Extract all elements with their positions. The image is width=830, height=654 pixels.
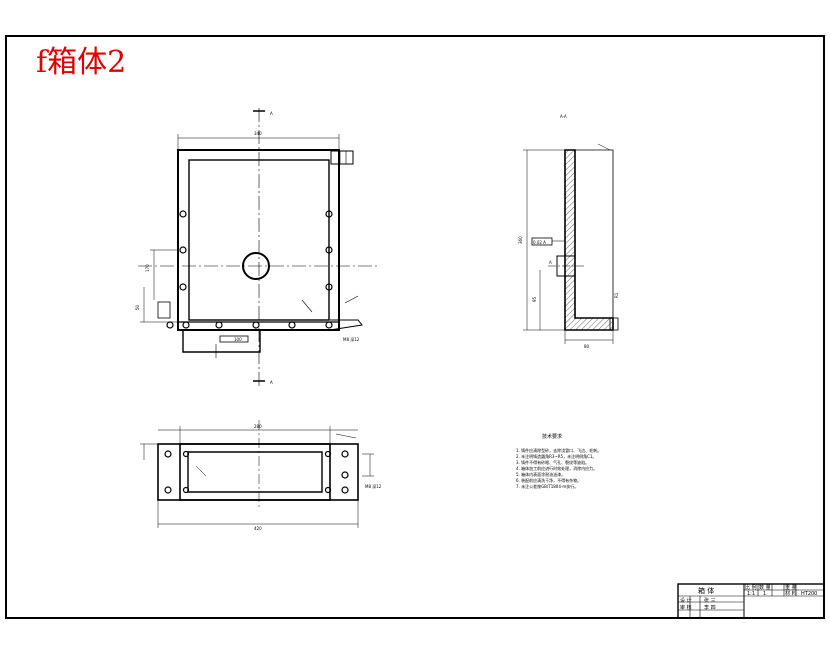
section-hatched-wall xyxy=(564,149,614,331)
front-dim-left-upper: 170 xyxy=(145,264,150,272)
front-section-mark-bottom: A xyxy=(270,380,273,385)
section-dim-height: 360 xyxy=(518,236,523,244)
front-outer-frame xyxy=(177,149,340,331)
title-block-checker-label: 审 核 xyxy=(680,604,692,611)
title-block-weight-label: 重 量 xyxy=(785,584,797,591)
note-item: 2. 未注明铸造圆角R3~R5，未注明倒角C1。 xyxy=(516,453,596,459)
title-block xyxy=(677,583,825,619)
section-label-small: A xyxy=(549,260,552,265)
drawing-border xyxy=(5,35,825,619)
section-view xyxy=(523,143,619,344)
title-block-qty-label: 数 量 xyxy=(759,584,771,591)
front-central-bore xyxy=(242,252,270,280)
front-inner-frame xyxy=(188,159,330,321)
front-view-labels: 340 A A 170 50 100 M8 深12 xyxy=(135,111,360,385)
bottom-label-right: M8 深12 xyxy=(365,483,382,489)
notes-heading: 技术要求 xyxy=(542,433,562,440)
bottom-inner-frame xyxy=(179,443,331,501)
front-dim-bottom: 100 xyxy=(234,337,242,342)
bottom-dim-top: 280 xyxy=(254,424,262,429)
section-view-labels: A-A 360 95 80 0.02 A A R1 xyxy=(518,114,619,349)
front-dim-left-lower: 50 xyxy=(135,304,140,310)
front-top-right-tab xyxy=(330,150,354,165)
technical-notes: 技术要求 1. 铸件应清除型砂，去除浇冒口、飞边、毛刺。 2. 未注明铸造圆角R… xyxy=(516,433,601,489)
note-item: 7. 未注公差按GB/T1804-m执行。 xyxy=(516,483,578,489)
note-item: 4. 箱体加工前应进行时效处理，消除内应力。 xyxy=(516,465,597,471)
note-item: 1. 铸件应清除型砂，去除浇冒口、飞边、毛刺。 xyxy=(516,447,601,453)
front-view xyxy=(138,108,378,388)
front-dim-top: 340 xyxy=(254,131,262,136)
title-block-material-value: HT200 xyxy=(801,591,817,597)
front-bottom-tab xyxy=(182,330,261,353)
section-dim-lower: 95 xyxy=(532,296,537,302)
front-label-bottom-right: M8 深12 xyxy=(343,336,360,342)
note-item: 5. 箱体内表面涂耐油油漆。 xyxy=(516,471,565,477)
drawing-title: f箱体2 xyxy=(36,45,126,80)
title-block-designer-label: 设 计 xyxy=(680,597,692,604)
title-block-scale-label: 比 例 xyxy=(745,584,757,591)
bottom-dim-width: 420 xyxy=(254,526,262,531)
section-label: A-A xyxy=(560,114,567,119)
note-item: 6. 装配前应清洗干净，不得有杂物。 xyxy=(516,477,581,483)
front-section-mark-top: A xyxy=(270,111,273,116)
note-item: 3. 铸件不得有砂眼、气孔、裂纹等缺陷。 xyxy=(516,459,589,465)
bottom-view xyxy=(140,420,374,528)
title-block-scale-value: 1:1 xyxy=(747,591,755,597)
title-block-frame xyxy=(677,583,825,619)
section-dim-bottom: 80 xyxy=(584,344,590,349)
section-dim-box: 0.02 A xyxy=(533,240,546,245)
title-block-designer-value: 张 三 xyxy=(704,597,716,604)
title-block-name: 箱 体 xyxy=(698,586,714,595)
title-block-text: 箱 体 比 例 数 量 重 量 1:1 1 材 料 HT200 设 计 审 核 … xyxy=(680,584,817,611)
section-label-right: R1 xyxy=(614,292,619,298)
bottom-view-labels: 280 420 M8 深12 xyxy=(254,424,382,531)
title-block-material-label: 材 料 xyxy=(785,590,797,597)
title-block-checker-value: 李 四 xyxy=(704,604,716,611)
title-block-qty-value: 1 xyxy=(763,591,766,597)
